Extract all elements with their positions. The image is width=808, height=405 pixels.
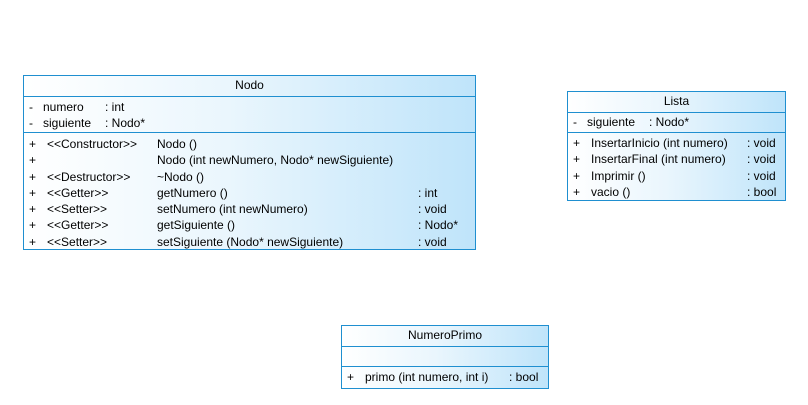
operation-signature: primo (int numero, int i) [365, 370, 489, 384]
visibility-marker: - [29, 100, 33, 114]
attribute-name: siguiente [587, 115, 636, 129]
operation-row: + vacio () : bool [568, 184, 785, 200]
operation-row: + InsertarInicio (int numero) : void [568, 135, 785, 151]
operation-row: + Nodo (int newNumero, Nodo* newSiguient… [24, 152, 475, 168]
attribute-row: - numero : int [24, 99, 475, 115]
operation-signature: InsertarInicio (int numero) [591, 136, 728, 150]
operation-stereotype: <<Getter>> [47, 185, 109, 200]
visibility-marker: + [29, 234, 37, 249]
operation-signature: getNumero () [157, 185, 228, 200]
class-lista-attributes: - siguiente : Nodo* [568, 113, 785, 133]
operation-signature: Nodo () [157, 137, 198, 151]
visibility-marker: + [573, 136, 581, 150]
attribute-type: : Nodo* [649, 115, 690, 129]
class-numeroprimo-attributes [342, 347, 548, 367]
operation-row: + primo (int numero, int i) : bool [342, 369, 548, 385]
operation-row: + <<Constructor>> Nodo () [24, 136, 475, 152]
operation-return-type: : int [418, 185, 438, 200]
attribute-name: numero [43, 100, 84, 114]
attribute-type: : int [105, 100, 125, 114]
operation-signature: InsertarFinal (int numero) [591, 152, 726, 167]
class-nodo[interactable]: Nodo - numero : int - siguiente : Nodo* … [23, 75, 476, 250]
operation-stereotype: <<Getter>> [47, 218, 109, 233]
operation-row: + <<Setter>> setNumero (int newNumero) :… [24, 201, 475, 217]
class-numeroprimo[interactable]: NumeroPrimo + primo (int numero, int i) … [341, 325, 549, 389]
visibility-marker: + [573, 184, 581, 199]
operation-stereotype: <<Setter>> [47, 202, 108, 217]
operation-return-type: : void [418, 234, 447, 249]
attribute-row: - siguiente : Nodo* [568, 114, 785, 130]
visibility-marker: - [573, 115, 577, 129]
visibility-marker: + [29, 169, 37, 184]
operation-signature: setNumero (int newNumero) [157, 202, 308, 217]
visibility-marker: + [29, 137, 37, 151]
operation-signature: vacio () [591, 184, 631, 199]
operation-row: + <<Destructor>> ~Nodo () [24, 169, 475, 185]
visibility-marker: + [29, 202, 37, 217]
visibility-marker: + [347, 370, 355, 384]
operation-stereotype: <<Destructor>> [47, 169, 131, 184]
visibility-marker: + [573, 152, 581, 167]
operation-signature: Imprimir () [591, 168, 646, 183]
operation-return-type: : void [747, 168, 776, 183]
visibility-marker: - [29, 116, 33, 131]
operation-return-type: : void [747, 136, 776, 150]
class-lista-operations: + InsertarInicio (int numero) : void + I… [568, 133, 785, 202]
operation-row: + <<Getter>> getSiguiente () : Nodo* [24, 217, 475, 233]
class-nodo-title: Nodo [24, 76, 475, 97]
attribute-type: : Nodo* [105, 116, 146, 131]
operation-return-type: : bool [747, 184, 777, 199]
operation-return-type: : void [747, 152, 776, 167]
operation-stereotype: <<Setter>> [47, 234, 108, 249]
operation-stereotype: <<Constructor>> [47, 137, 138, 151]
visibility-marker: + [29, 185, 37, 200]
operation-return-type: : Nodo* [418, 218, 459, 233]
visibility-marker: + [29, 218, 37, 233]
operation-row: + Imprimir () : void [568, 168, 785, 184]
class-numeroprimo-operations: + primo (int numero, int i) : bool [342, 367, 548, 387]
operation-return-type: : void [418, 202, 447, 217]
class-lista-title: Lista [568, 92, 785, 113]
attribute-row: - siguiente : Nodo* [24, 115, 475, 131]
operation-row: + InsertarFinal (int numero) : void [568, 151, 785, 167]
class-lista[interactable]: Lista - siguiente : Nodo* + InsertarInic… [567, 91, 786, 201]
attribute-name: siguiente [43, 116, 92, 131]
class-nodo-attributes: - numero : int - siguiente : Nodo* [24, 97, 475, 133]
operation-return-type: : bool [509, 370, 539, 384]
visibility-marker: + [573, 168, 581, 183]
operation-signature: getSiguiente () [157, 218, 236, 233]
operation-row: + <<Setter>> setSiguiente (Nodo* newSigu… [24, 234, 475, 250]
operation-signature: Nodo (int newNumero, Nodo* newSiguiente) [157, 153, 394, 168]
visibility-marker: + [29, 153, 37, 168]
class-nodo-operations: + <<Constructor>> Nodo () + Nodo (int ne… [24, 133, 475, 252]
operation-signature: ~Nodo () [157, 169, 205, 184]
operation-signature: setSiguiente (Nodo* newSiguiente) [157, 234, 344, 249]
class-numeroprimo-title: NumeroPrimo [342, 326, 548, 347]
operation-row: + <<Getter>> getNumero () : int [24, 185, 475, 201]
